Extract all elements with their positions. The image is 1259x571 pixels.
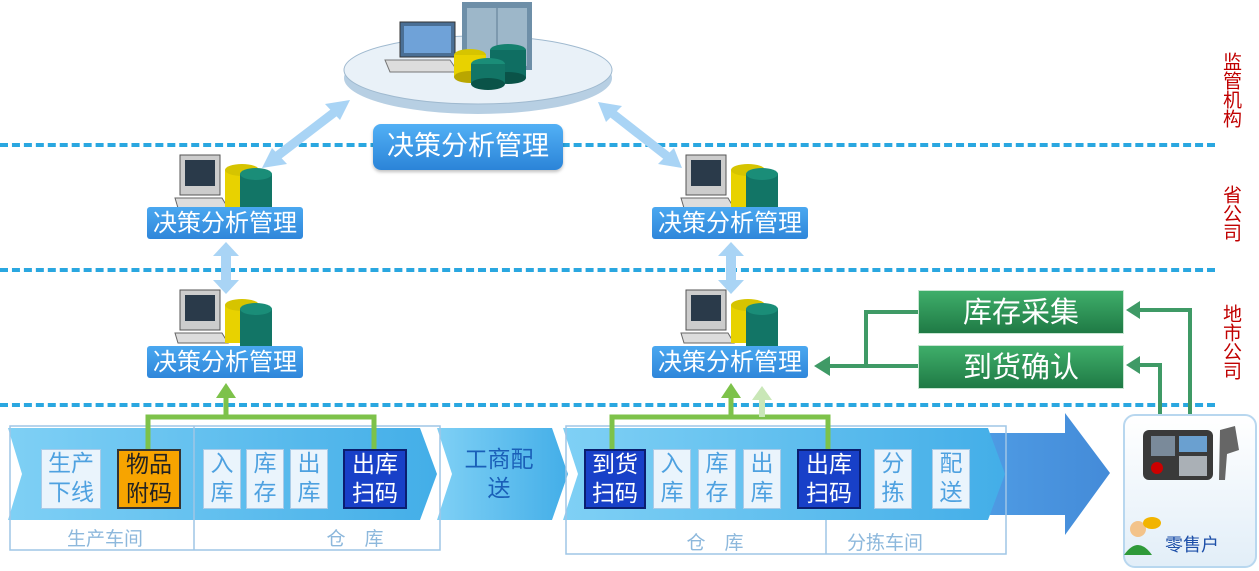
retailer-label: 零售户	[1165, 535, 1219, 556]
tier-label-province: 省公司	[1220, 184, 1242, 242]
tier-divider-1	[0, 143, 1215, 147]
inventory-collect-button: 库存采集	[918, 290, 1124, 334]
scanner-terminal-icon	[1143, 426, 1239, 480]
arrowhead-inventory	[1126, 301, 1140, 319]
tier-divider-2	[0, 268, 1215, 272]
decision-box-province-left: 决策分析管理	[147, 207, 303, 239]
arrowhead-right-b	[658, 148, 682, 168]
tier-divider-3	[0, 403, 1215, 407]
step-delivery: 配送	[932, 449, 970, 509]
label-commerce-warehouse: 仓 库	[686, 532, 744, 554]
step-stock-in: 入库	[203, 449, 241, 509]
step-stock: 库存	[246, 449, 284, 509]
decision-box-city-right: 决策分析管理	[652, 346, 808, 378]
label-sorting-workshop: 分拣车间	[846, 532, 923, 554]
decision-box-city-left: 决策分析管理	[147, 346, 303, 378]
label-production-workshop: 生产车间	[66, 528, 143, 550]
workstation-icon	[680, 154, 778, 212]
step-stock-out: 出库	[290, 449, 328, 509]
workstation-icon	[680, 289, 778, 347]
step-outbound-scan: 出库扫码	[797, 449, 861, 509]
tier-label-regulator: 监管机构	[1220, 52, 1242, 128]
label-factory-warehouse: 仓 库	[326, 528, 384, 550]
arrowhead-left-b	[262, 148, 287, 168]
arrow-v-right-down	[718, 280, 744, 294]
green-arrow-up-left	[216, 383, 236, 398]
arrowhead-arrival	[1126, 356, 1140, 374]
retailer-user-icon	[1124, 517, 1161, 555]
central-server-icon	[343, 2, 613, 114]
chevron-transit	[437, 428, 568, 520]
arrow-v-left-up	[213, 242, 239, 256]
flow-arrow-to-retailer	[990, 413, 1110, 535]
step-outbound-scan: 出库扫码	[343, 449, 407, 509]
step-item-coding: 物品附码	[117, 449, 181, 509]
decision-box-province-right: 决策分析管理	[652, 207, 808, 239]
arrowhead-right-a	[598, 102, 622, 122]
step-stock: 库存	[698, 449, 736, 509]
transit-label: 工商配送	[464, 447, 534, 502]
arrow-v-right-up	[718, 242, 744, 256]
step-sorting: 分拣	[874, 449, 912, 509]
arrowhead-left-a	[325, 100, 350, 120]
step-stock-in: 入库	[653, 449, 691, 509]
decision-box-top: 决策分析管理	[373, 124, 563, 170]
workstation-icon	[174, 289, 272, 347]
workstation-icon	[174, 154, 272, 212]
double-arrow-left	[269, 104, 343, 164]
tier-label-city: 地市公司	[1220, 304, 1242, 380]
arrival-confirm-button: 到货确认	[918, 345, 1124, 389]
step-production-output: 生产下线	[41, 449, 101, 509]
arrow-v-left-down	[213, 280, 239, 294]
step-stock-out: 出库	[743, 449, 781, 509]
green-arrow-up-right	[721, 383, 741, 398]
arrowhead-city-right	[814, 356, 830, 376]
step-arrival-scan: 到货扫码	[584, 449, 646, 509]
